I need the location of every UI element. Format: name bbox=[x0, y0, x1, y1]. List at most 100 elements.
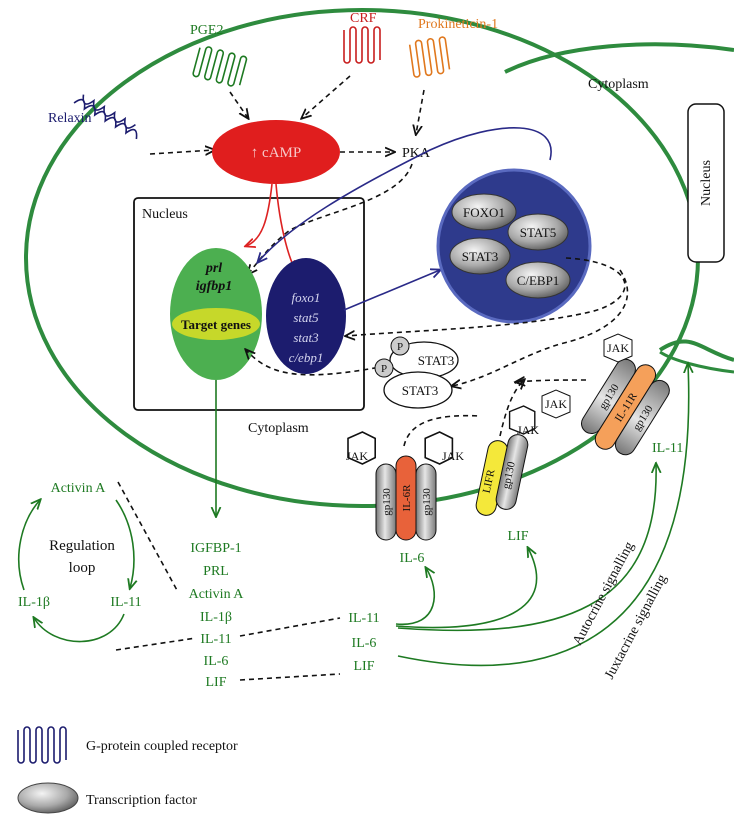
secreted-factor-list: IGFBP-1 PRL Activin A IL-1β IL-11 IL-6 L… bbox=[189, 541, 245, 690]
igfbp1-gene-label: igfbp1 bbox=[196, 279, 233, 294]
il11-jak-top-shape bbox=[603, 333, 633, 363]
lif-gp130-label: gp130 bbox=[500, 460, 518, 490]
secreted-item: PRL bbox=[203, 564, 229, 579]
crf-to-camp-arrow bbox=[302, 75, 351, 118]
il6-jak-left: JAK bbox=[346, 449, 368, 463]
loop-activin-label: Activin A bbox=[51, 481, 107, 496]
pstat3-label-1: STAT3 bbox=[418, 353, 455, 368]
neighbour-nucleus-box bbox=[687, 103, 725, 263]
pstat3-dimer: P P STAT3 STAT3 bbox=[374, 336, 459, 409]
output-lif-juxtacrine-arrow bbox=[397, 364, 689, 667]
crf-label: CRF bbox=[350, 11, 377, 26]
legend-tf-icon bbox=[17, 782, 79, 814]
target-genes-highlight bbox=[172, 308, 260, 340]
lif-receptor-ligand-label: LIF bbox=[508, 529, 529, 544]
genes-to-tfcluster-arrow bbox=[343, 270, 440, 311]
il6-gp130-left: gp130 bbox=[381, 488, 393, 516]
il6-to-pstat3-arrow bbox=[403, 414, 481, 447]
loop-activin-to-il11 bbox=[115, 499, 134, 588]
loop-to-activin-connector bbox=[117, 481, 179, 593]
neighbour-nucleus-label: Nucleus bbox=[699, 160, 714, 206]
regulation-label-1: Regulation bbox=[49, 538, 115, 554]
secreted-item: IL-1β bbox=[200, 610, 232, 625]
loop-il11-to-il1b bbox=[34, 613, 125, 643]
tf-stat3-label: STAT3 bbox=[462, 249, 499, 264]
secreted-item: Activin A bbox=[189, 587, 245, 602]
foxo1-gene-label: foxo1 bbox=[292, 290, 321, 305]
output-il11: IL-11 bbox=[348, 611, 379, 626]
tf-stat5-label: STAT5 bbox=[520, 225, 557, 240]
pstat3-label-2: STAT3 bbox=[402, 383, 439, 398]
gpcr-crf-icon bbox=[343, 26, 381, 64]
tf-stat3: STAT3 bbox=[449, 237, 511, 275]
lif-jak-label: JAK bbox=[517, 423, 539, 437]
il11-receptor-complex: gp130 IL-11R gp130 bbox=[581, 358, 670, 456]
tfcluster-to-targets-arrow bbox=[258, 127, 552, 262]
output-il6: IL-6 bbox=[352, 636, 377, 651]
output-lif: LIF bbox=[354, 659, 375, 674]
cebp1-gene-label: c/ebp1 bbox=[289, 350, 324, 365]
list-lif-connector bbox=[239, 673, 341, 681]
pstat3-to-target-arrow bbox=[246, 350, 387, 376]
tf-cebp1: C/EBP1 bbox=[505, 261, 571, 299]
secreted-item: IL-11 bbox=[200, 632, 231, 647]
stat3-gene-label: stat3 bbox=[293, 330, 319, 345]
pge2-to-camp-arrow bbox=[229, 91, 248, 118]
phospho-p1: P bbox=[397, 341, 403, 353]
il6-receptor-ligand-label: IL-6 bbox=[400, 551, 425, 566]
tf-cebp1-label: C/EBP1 bbox=[517, 273, 560, 288]
target-genes-label: Target genes bbox=[181, 317, 251, 332]
gpcr-relaxin-icon bbox=[73, 94, 138, 140]
loop-il11-label: IL-11 bbox=[110, 595, 141, 610]
relaxin-label: Relaxin bbox=[48, 111, 92, 126]
secreted-item: LIF bbox=[206, 675, 227, 690]
tf-foxo1-label: FOXO1 bbox=[463, 205, 505, 220]
output-il11-to-lif-arrow bbox=[395, 548, 538, 629]
prl-gene-label: prl bbox=[205, 261, 222, 276]
il11-receptor-ligand-label: IL-11 bbox=[652, 441, 683, 456]
lif-receptor-complex: LIFR gp130 JAK LIF bbox=[475, 405, 539, 544]
gpcr-pge2-icon bbox=[192, 46, 248, 87]
il6-jak-right: JAK bbox=[442, 449, 464, 463]
il6-gp130-right: gp130 bbox=[421, 488, 433, 516]
pka-label: PKA bbox=[402, 146, 431, 161]
prokineticin-to-pka-arrow bbox=[416, 89, 425, 134]
camp-label: ↑ cAMP bbox=[251, 145, 301, 161]
relaxin-to-camp-arrow bbox=[149, 150, 214, 154]
pge2-label: PGE2 bbox=[190, 23, 223, 38]
prokineticin-label: Prokineticin-1 bbox=[418, 17, 498, 32]
tf-stat5: STAT5 bbox=[507, 213, 569, 251]
receptor-to-pstat3-arrow bbox=[452, 269, 629, 386]
camp-to-prl-arrow bbox=[246, 183, 273, 246]
il11-jak-bottom-label: JAK bbox=[545, 397, 567, 411]
cytoplasm-cell-label: Cytoplasm bbox=[248, 421, 309, 436]
loop-il1b-label: IL-1β bbox=[18, 595, 50, 610]
tf-genes-node bbox=[266, 258, 346, 374]
output-il11-to-il6-arrow bbox=[395, 568, 434, 625]
neighbour-cell-membrane bbox=[504, 42, 734, 362]
il6-receptor-complex: gp130 IL-6R gp130 JAK JAK IL-6 bbox=[346, 431, 464, 566]
stat5-gene-label: stat5 bbox=[293, 310, 319, 325]
loop-il1b-to-activin bbox=[18, 500, 40, 591]
camp-node bbox=[212, 120, 340, 184]
il11-jak-top-label: JAK bbox=[607, 341, 629, 355]
secreted-item: IGFBP-1 bbox=[190, 541, 241, 556]
legend-gpcr-icon bbox=[17, 726, 67, 764]
list-il11-connector-left bbox=[115, 637, 197, 651]
il6r-label: IL-6R bbox=[401, 484, 413, 512]
list-il11-connector-right bbox=[239, 617, 341, 637]
il11-to-pstat3-arrow bbox=[516, 380, 587, 382]
lifr-label: LIFR bbox=[481, 468, 498, 494]
tf-foxo1: FOXO1 bbox=[451, 193, 517, 231]
gpcr-prokineticin-icon bbox=[408, 36, 451, 78]
output-il11-to-il11-arrow bbox=[397, 464, 656, 632]
cytoplasm-top-label: Cytoplasm bbox=[588, 77, 649, 92]
nucleus-label: Nucleus bbox=[142, 207, 188, 222]
phospho-p2: P bbox=[381, 363, 387, 375]
legend-tf-label: Transcription factor bbox=[86, 793, 197, 808]
il11-jak-bottom-shape bbox=[541, 389, 571, 419]
regulation-label-2: loop bbox=[69, 560, 96, 576]
legend-gpcr-label: G-protein coupled receptor bbox=[86, 739, 238, 754]
secreted-item: IL-6 bbox=[204, 654, 229, 669]
